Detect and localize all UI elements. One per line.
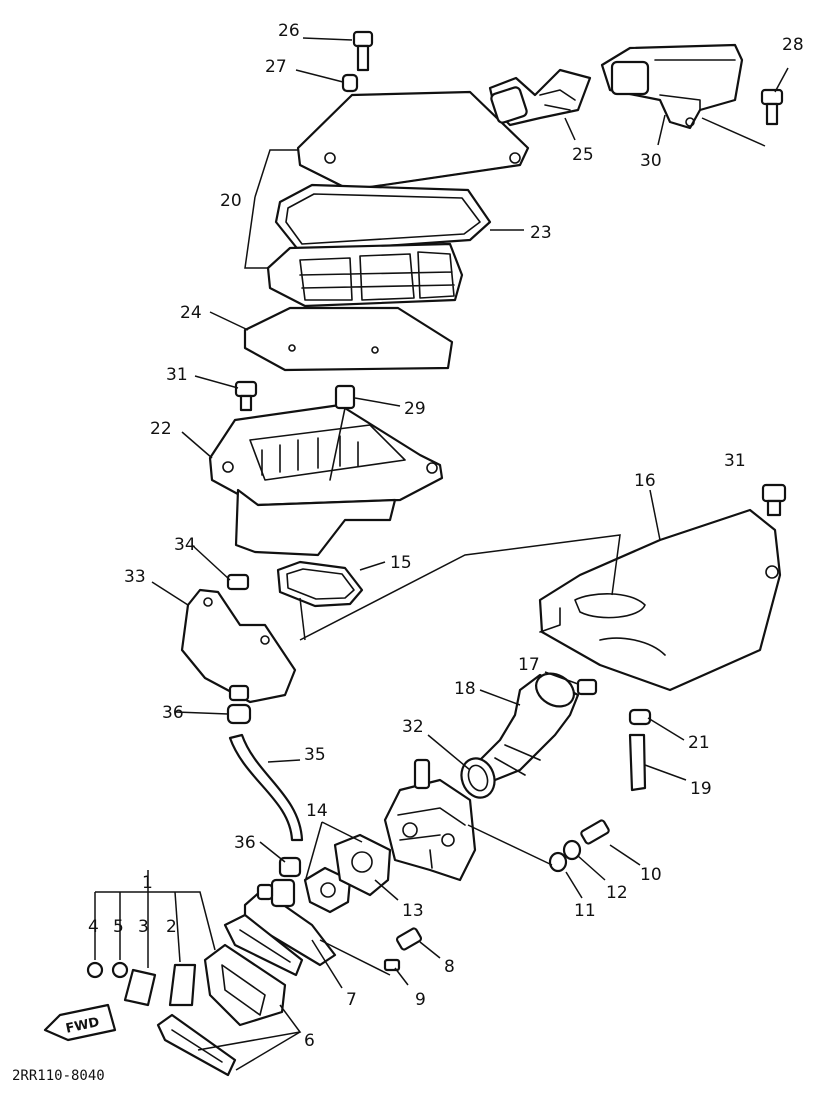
callout-4: 4: [88, 917, 99, 937]
seal-23: [274, 183, 492, 254]
insulator-13: [333, 833, 392, 897]
gasket-6-lower: [156, 1013, 237, 1077]
callout-22: 22: [150, 419, 172, 439]
air-box-case-22: [208, 403, 444, 557]
stopper-3: [123, 968, 157, 1007]
callout-2: 2: [166, 917, 177, 937]
callout-21: 21: [688, 733, 710, 753]
callout-10: 10: [640, 865, 662, 885]
bolt-28: [760, 88, 784, 126]
intake-duct-30: [600, 43, 744, 130]
collar-29: [329, 384, 356, 481]
screw-4: [86, 961, 104, 979]
callout-13: 13: [402, 901, 424, 921]
reed-valve-1: [203, 943, 287, 1027]
callout-36-lower: 36: [234, 833, 256, 853]
manifold-7: [243, 878, 337, 967]
callout-16: 16: [634, 471, 656, 491]
callout-25: 25: [572, 145, 594, 165]
drain-hose-19: [628, 733, 647, 792]
intake-duct-25: [488, 68, 592, 127]
washer-12: [562, 839, 582, 861]
callout-32: 32: [402, 717, 424, 737]
hose-35: [228, 733, 304, 842]
screw-10: [580, 819, 610, 845]
clip-36-upper: [226, 703, 252, 725]
joint-18: [478, 672, 580, 782]
callout-31-left: 31: [166, 365, 188, 385]
callout-17: 17: [518, 655, 540, 675]
callout-33: 33: [124, 567, 146, 587]
callout-27: 27: [265, 57, 287, 77]
callout-14: 14: [306, 801, 328, 821]
fwd-arrow-icon: FWD: [43, 1003, 117, 1042]
callout-8: 8: [444, 957, 455, 977]
callout-15: 15: [390, 553, 412, 573]
callout-36-upper: 36: [162, 703, 184, 723]
callout-26: 26: [278, 21, 300, 41]
callout-29: 29: [404, 399, 426, 419]
screw-8: [395, 927, 423, 951]
callout-9: 9: [415, 990, 426, 1010]
callout-20: 20: [220, 191, 242, 211]
callout-31-right: 31: [724, 451, 746, 471]
callout-23: 23: [530, 223, 552, 243]
callout-35: 35: [304, 745, 326, 765]
washer-5: [111, 961, 129, 979]
bolt-31-left: [234, 380, 258, 412]
bolt-31-right: [761, 483, 787, 517]
callout-18: 18: [454, 679, 476, 699]
callout-19: 19: [690, 779, 712, 799]
callout-28: 28: [782, 35, 804, 55]
tank-33: [180, 588, 297, 704]
svg-text:FWD: FWD: [64, 1015, 101, 1037]
filter-plate-24: [243, 306, 454, 372]
drawing-code: 2RR110-8040: [12, 1068, 105, 1084]
washer-27: [341, 73, 359, 93]
callout-1: 1: [142, 873, 153, 893]
callout-12: 12: [606, 883, 628, 903]
bolt-34: [226, 573, 250, 591]
callout-30: 30: [640, 151, 662, 171]
clip-36-lower: [278, 856, 302, 878]
callout-labels: 1 2 3 4 5 6 7 8 9 10 11 12 13 14 15 16 1…: [88, 21, 804, 1051]
callout-24: 24: [180, 303, 202, 323]
leader-lines: [94, 37, 789, 1071]
callout-11: 11: [574, 901, 596, 921]
callout-6: 6: [304, 1031, 315, 1051]
clamp-32: [460, 757, 496, 799]
washer-11: [548, 851, 568, 873]
callout-34: 34: [174, 535, 196, 555]
clamp-21: [628, 708, 652, 726]
bolt-26: [352, 30, 374, 72]
seal-15: [276, 560, 364, 608]
gasket-6-upper: [223, 913, 304, 977]
air-box-case-16: [538, 508, 782, 692]
callout-7: 7: [346, 990, 357, 1010]
callout-3: 3: [138, 917, 149, 937]
nut-17: [576, 678, 598, 696]
washer-9: [383, 958, 401, 972]
air-filter-element-20: [266, 242, 464, 308]
carburetor: [383, 758, 477, 882]
callout-5: 5: [113, 917, 124, 937]
reed-2: [168, 963, 197, 1007]
